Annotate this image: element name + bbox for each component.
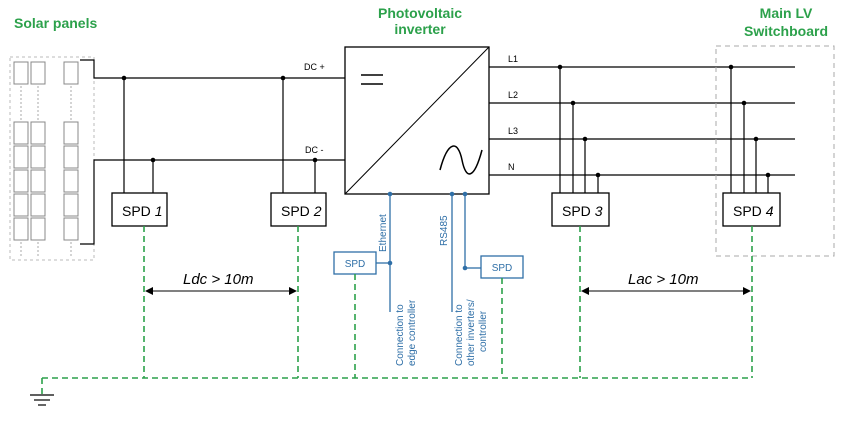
svg-text:SPD 3: SPD 3 (562, 203, 603, 219)
spd-2: SPD 2 (270, 192, 327, 227)
svg-text:SPD: SPD (345, 259, 366, 270)
rs485-label: RS485 (439, 215, 450, 246)
dc-wiring (80, 59, 345, 245)
svg-text:SPD 4: SPD 4 (733, 203, 774, 219)
svg-text:SPD 2: SPD 2 (281, 203, 322, 219)
spd-3: SPD 3 (551, 192, 610, 227)
l3-label: L3 (508, 126, 518, 136)
inverter (344, 46, 490, 195)
comm-wiring (376, 194, 481, 312)
ac-wiring (489, 66, 795, 193)
ac-sine-icon (439, 145, 483, 175)
inverter-title-line1: Photovoltaic (378, 5, 462, 21)
spd-4: SPD 4 (722, 192, 781, 227)
solar-panels-title: Solar panels (14, 15, 97, 31)
svg-text:SPD 1: SPD 1 (122, 203, 162, 219)
l1-label: L1 (508, 54, 518, 64)
other-connection-line3: controller (478, 310, 489, 352)
spd-comm-right: SPD (480, 255, 524, 279)
switchboard-title-line1: Main LV (760, 5, 813, 21)
n-label: N (508, 162, 515, 172)
svg-text:Lac > 10m: Lac > 10m (628, 271, 698, 288)
earth-ground-icon (30, 394, 54, 406)
solar-panel-array (9, 56, 95, 261)
edge-connection-line1: Connection to (395, 304, 406, 366)
switchboard-enclosure (715, 45, 835, 257)
earth-wiring (41, 226, 753, 395)
inverter-title-line2: inverter (394, 21, 446, 37)
dc-minus-label: DC - (305, 145, 324, 155)
edge-connection-line2: edge controller (407, 299, 418, 366)
ldc-distance: Ldc > 10m (145, 271, 297, 295)
other-connection-line2: other inverters/ (466, 299, 477, 366)
ethernet-label: Ethernet (378, 214, 389, 252)
spd-comm-left: SPD (333, 251, 377, 275)
svg-text:SPD: SPD (492, 263, 513, 274)
spd-1: SPD 1 (111, 192, 168, 227)
svg-text:Ldc > 10m: Ldc > 10m (183, 271, 253, 288)
l2-label: L2 (508, 90, 518, 100)
lac-distance: Lac > 10m (581, 271, 751, 295)
other-connection-line1: Connection to (454, 304, 465, 366)
switchboard-title-line2: Switchboard (744, 23, 828, 39)
dc-plus-label: DC + (304, 62, 325, 72)
